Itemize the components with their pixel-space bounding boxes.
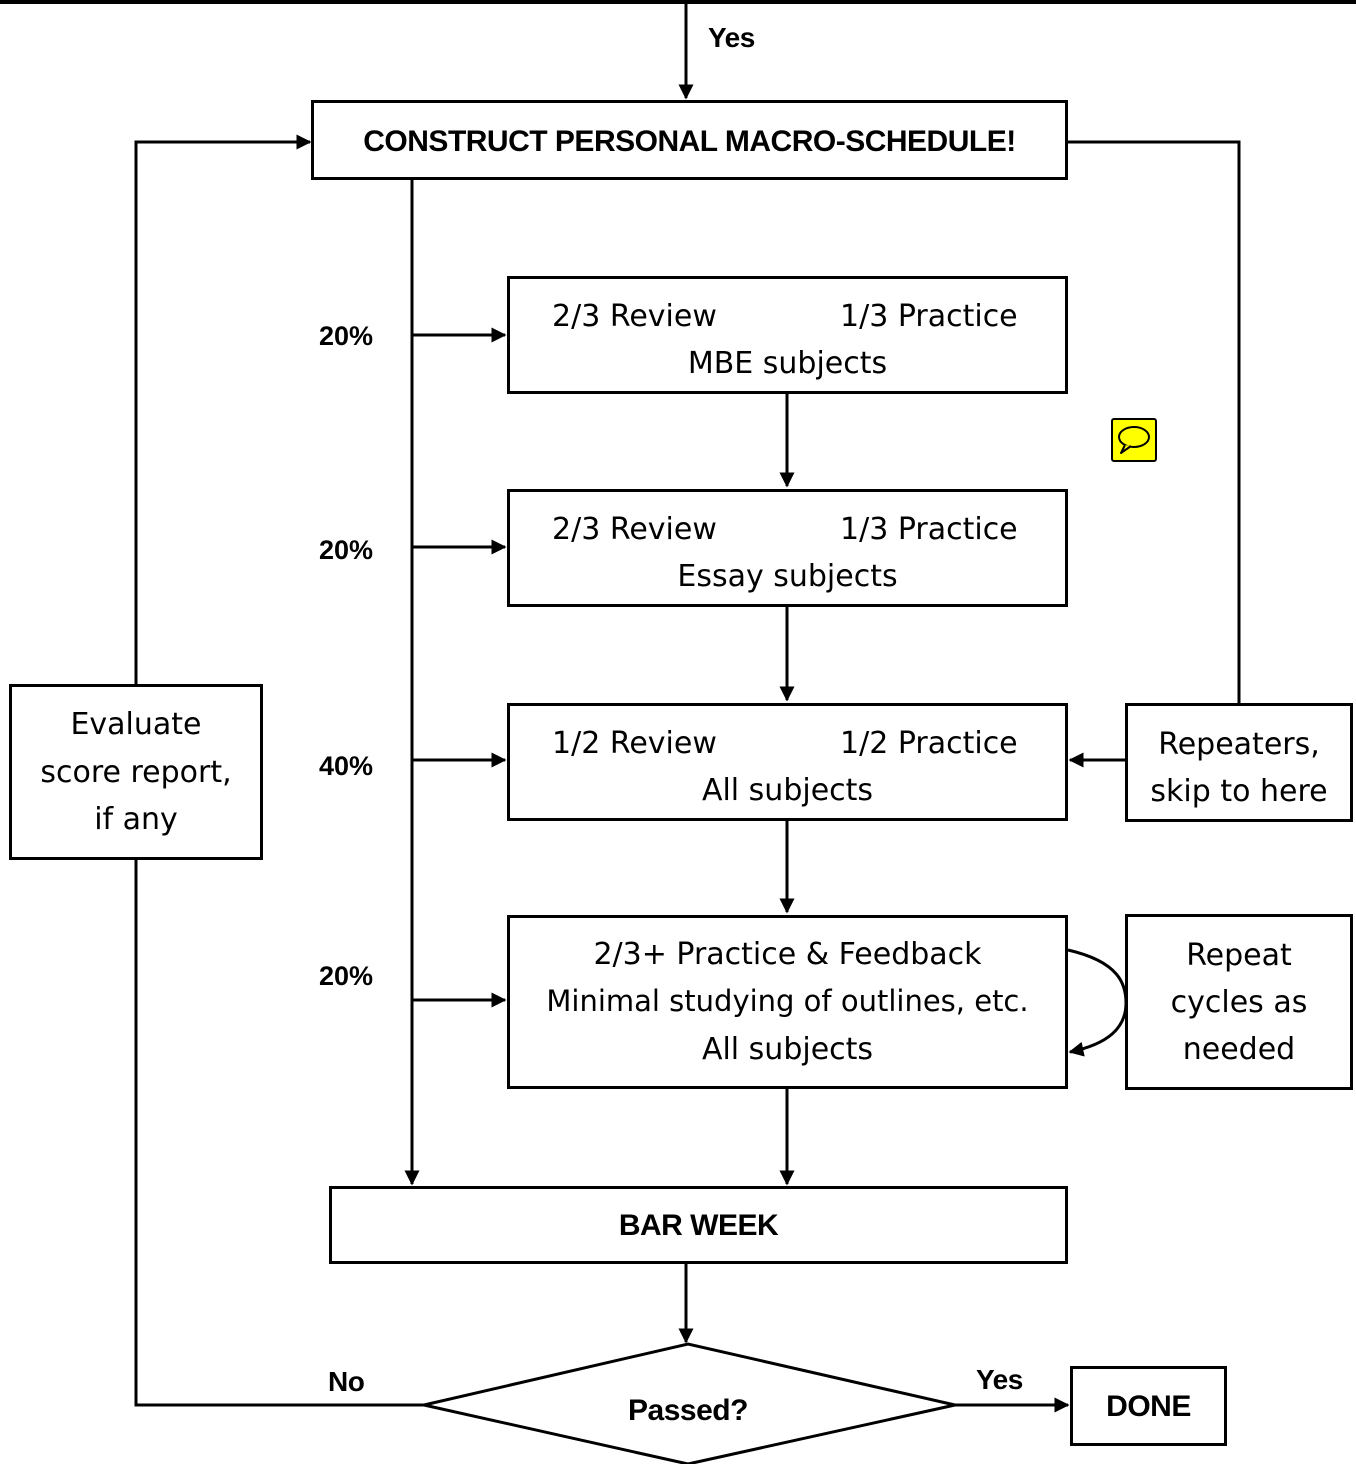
stage-box-practice-feedback: 2/3+ Practice & Feedback Minimal studyin…	[507, 915, 1068, 1089]
top-yes-label: Yes	[708, 22, 755, 53]
decision-yes-label: Yes	[976, 1364, 1023, 1395]
bar-week-label: BAR WEEK	[618, 1209, 779, 1242]
stage-4-percent: 20%	[319, 961, 374, 991]
repeaters-line-1: Repeaters,	[1158, 727, 1320, 762]
stage-1-practice: 1/3 Practice	[840, 299, 1018, 334]
evaluate-line-1: Evaluate	[70, 707, 202, 742]
bar-week-box: BAR WEEK	[329, 1186, 1068, 1264]
stage-3-subjects: All subjects	[701, 773, 874, 808]
done-box: DONE	[1070, 1366, 1227, 1446]
decision-label: Passed?	[628, 1394, 748, 1427]
construct-schedule-label: CONSTRUCT PERSONAL MACRO-SCHEDULE!	[363, 125, 1016, 158]
repeat-line-2: cycles as	[1170, 985, 1308, 1020]
repeaters-box: Repeaters, skip to here	[1125, 703, 1353, 822]
repeat-line-1: Repeat	[1186, 938, 1292, 973]
evaluate-line-3: if any	[94, 802, 178, 837]
construct-schedule-box: CONSTRUCT PERSONAL MACRO-SCHEDULE!	[311, 100, 1068, 180]
stage-box-mbe: 2/3 Review 1/3 Practice MBE subjects	[507, 276, 1068, 394]
stage-1-subjects: MBE subjects	[687, 346, 888, 381]
stage-4-line-2: Minimal studying of outlines, etc.	[546, 984, 1029, 1018]
no-loop-line	[134, 860, 424, 1407]
stage-box-all: 1/2 Review 1/2 Practice All subjects	[507, 703, 1068, 821]
stage-4-line-1: 2/3+ Practice & Feedback	[593, 937, 982, 972]
stage-box-essay: 2/3 Review 1/3 Practice Essay subjects	[507, 489, 1068, 607]
stage-1-review: 2/3 Review	[552, 299, 717, 334]
repeat-line-3: needed	[1182, 1032, 1296, 1067]
stage-3-review: 1/2 Review	[552, 726, 717, 761]
speech-bubble-glyph	[1118, 426, 1150, 454]
done-label: DONE	[1106, 1390, 1191, 1423]
stage-3-percent: 40%	[319, 751, 374, 781]
repeaters-line-2: skip to here	[1150, 774, 1328, 809]
stage-3-practice: 1/2 Practice	[840, 726, 1018, 761]
decision-diamond	[423, 1342, 956, 1464]
stage-2-percent: 20%	[319, 535, 374, 565]
decision-no-label: No	[328, 1366, 365, 1397]
top-frame-edge	[0, 0, 1356, 4]
evaluate-to-construct-arrow	[134, 134, 312, 686]
evaluate-line-2: score report,	[40, 755, 232, 790]
stage-1-percent: 20%	[319, 321, 374, 351]
repeat-cycle-curve	[1067, 948, 1128, 1057]
stage-2-review: 2/3 Review	[552, 512, 717, 547]
evaluate-score-box: Evaluate score report, if any	[9, 684, 263, 860]
construct-to-repeaters-line	[1068, 140, 1241, 704]
stage-2-practice: 1/3 Practice	[840, 512, 1018, 547]
stage-2-subjects: Essay subjects	[677, 559, 898, 594]
comment-icon[interactable]	[1111, 418, 1157, 462]
repeat-cycles-box: Repeat cycles as needed	[1125, 914, 1353, 1090]
stage-4-line-3: All subjects	[701, 1032, 874, 1067]
